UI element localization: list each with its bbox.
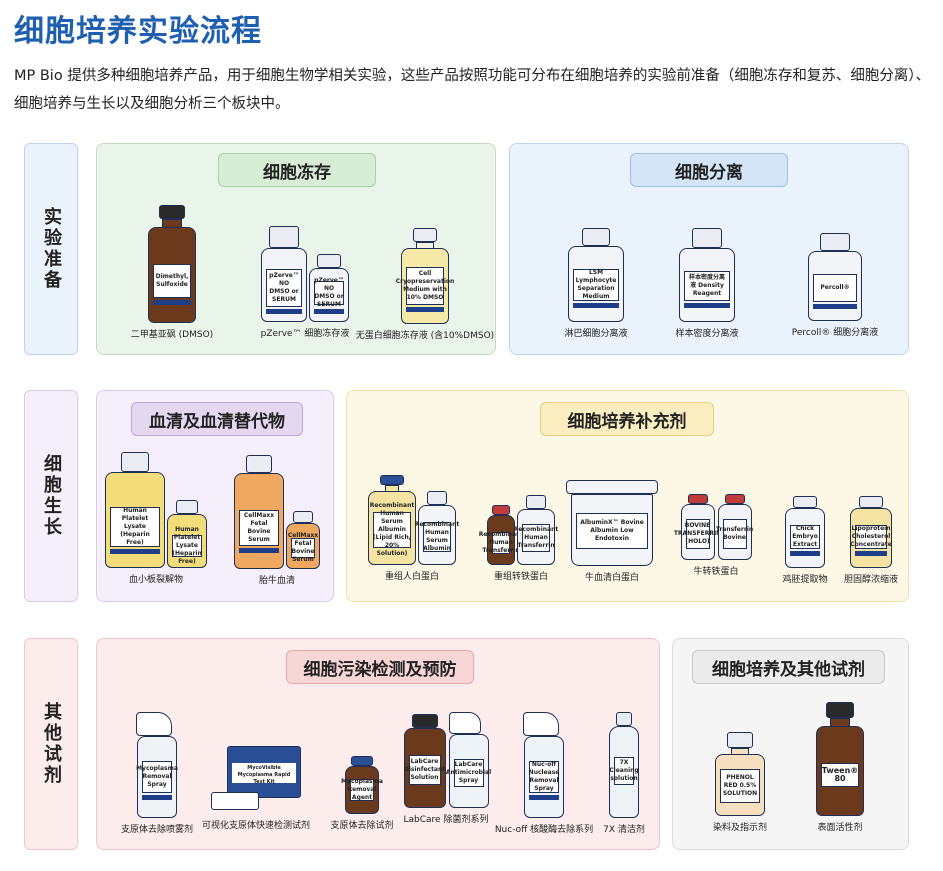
- product-caption: 无蛋白细胞冻存液 (含10%DMSO): [355, 331, 495, 341]
- badge-supplement: 细胞培养补充剂: [540, 402, 714, 436]
- product-label-2: LabCare Antimicrobial Spray: [446, 759, 491, 787]
- product-cryo-medium[interactable]: Cell Cryopreservation Medium with 10% DM…: [355, 228, 495, 341]
- product-caption: 支原体去除试剂: [330, 821, 394, 831]
- product-label: Percoll®: [813, 274, 857, 302]
- product-myco-spray[interactable]: Mycoplasma Removal Spray 支原体去除喷雾剂: [110, 712, 204, 835]
- product-caption: 重组人白蛋白: [384, 572, 439, 582]
- product-caption: pZerve™ 细胞冻存液: [260, 329, 350, 339]
- product-labcare[interactable]: LabCare Disinfectant Solution LabCare An…: [396, 712, 496, 825]
- product-caption: 染料及指示剂: [712, 823, 767, 833]
- product-label: Human Platelet Lysate (Heparin Free): [110, 507, 160, 547]
- product-caption: 可视化支原体快速检测试剂: [201, 821, 310, 831]
- product-label: 7X Cleaning solution: [609, 757, 639, 785]
- product-7x[interactable]: 7X Cleaning solution 7X 清洁剂: [594, 712, 654, 835]
- product-label: CellMaxx Fetal Bovine Serum: [239, 510, 279, 546]
- intro-text: MP Bio 提供多种细胞培养产品，用于细胞生物学相关实验，这些产品按照功能可分…: [14, 68, 931, 112]
- product-caption: 支原体去除喷雾剂: [120, 825, 193, 835]
- product-caption: 胎牛血清: [258, 576, 295, 586]
- product-label: Mycoplasma Removal Agent: [341, 778, 383, 801]
- product-caption: 鸡胚提取物: [782, 575, 828, 585]
- product-label: Cell Cryopreservation Medium with 10% DM…: [396, 267, 454, 305]
- product-caption: 血小板裂解物: [128, 575, 183, 585]
- row-label-prep: 实验准备: [24, 143, 78, 355]
- product-density[interactable]: 样本密度分离液 Density Reagent 样本密度分离液: [657, 228, 757, 339]
- product-myco-kit[interactable]: MycoVisible Mycoplasma Rapid Test Kit 可视…: [200, 746, 312, 831]
- product-label: 样本密度分离液 Density Reagent: [684, 271, 730, 301]
- product-b-transferrin[interactable]: BOVINE TRANSFERRIN (HOLO) Transferrin Bo…: [674, 494, 758, 577]
- product-r-transferrin[interactable]: Recombinant Human Transferrin Recombinan…: [476, 495, 566, 582]
- product-bsa[interactable]: AlbuminX™ Bovine Albumin Low Endotoxin 牛…: [562, 480, 662, 583]
- product-caption: Percoll® 细胞分离液: [791, 328, 879, 338]
- product-phenol-red[interactable]: PHENOL RED 0.5% SOLUTION 染料及指示剂: [690, 732, 790, 833]
- product-label: LabCare Disinfectant Solution: [404, 755, 445, 785]
- product-pzerve[interactable]: pZerve™ NO DMSO or SERUM pZerve™ NO DMSO…: [240, 226, 370, 339]
- badge-serum: 血清及血清替代物: [131, 402, 303, 436]
- badge-contamination: 细胞污染检测及预防: [286, 650, 474, 684]
- product-myco-agent[interactable]: Mycoplasma Removal Agent 支原体去除试剂: [320, 756, 404, 831]
- product-nuc-off[interactable]: Nuc-off Nuclease Removal Spray Nuc-off 核…: [494, 712, 594, 835]
- product-label: Lipoprotein Cholesterol Concentrate: [850, 525, 892, 549]
- product-label-2: Transferrin Bovine: [716, 519, 753, 549]
- product-percoll[interactable]: Percoll® Percoll® 细胞分离液: [775, 233, 895, 338]
- product-label: Mycoplasma Removal Spray: [136, 761, 178, 793]
- product-dmso[interactable]: Dimethyl, Sulfoxide 二甲基亚砜 (DMSO): [112, 205, 232, 340]
- product-caption: 7X 清洁剂: [603, 825, 645, 835]
- product-label: AlbuminX™ Bovine Albumin Low Endotoxin: [576, 513, 648, 549]
- product-caption: 重组转铁蛋白: [493, 572, 548, 582]
- product-cholesterol[interactable]: Lipoprotein Cholesterol Concentrate 胆固醇浓…: [836, 496, 906, 585]
- product-tween80[interactable]: Tween® 80 表面活性剂: [790, 702, 890, 833]
- badge-reagents: 细胞培养及其他试剂: [692, 650, 885, 684]
- badge-freeze: 细胞冻存: [218, 153, 376, 187]
- product-caption: 表面活性剂: [817, 823, 863, 833]
- product-label: pZerve™ NO DMSO or SERUM: [266, 269, 302, 307]
- product-caption: 淋巴细胞分离液: [564, 329, 628, 339]
- product-caption: 牛转铁蛋白: [693, 567, 739, 577]
- product-label: Tween® 80: [821, 763, 859, 787]
- product-label: Chick Embryo Extract: [790, 525, 820, 549]
- product-label: BOVINE TRANSFERRIN (HOLO): [674, 519, 721, 549]
- product-label: Recombinant Human Transferrin: [478, 531, 524, 554]
- product-label-2: CellMaxx Fetal Bovine Serum: [287, 532, 319, 563]
- row-label-other: 其他试剂: [24, 638, 78, 850]
- product-label-2: Recombinant Human Serum Albumin: [414, 521, 460, 552]
- product-platelet-lysate[interactable]: Human Platelet Lysate (Heparin Free) Hum…: [105, 452, 207, 585]
- product-label: PHENOL RED 0.5% SOLUTION: [720, 769, 760, 803]
- product-caption: 胆固醇浓缩液: [843, 575, 898, 585]
- product-caption: 牛血清白蛋白: [584, 573, 639, 583]
- product-fbs[interactable]: CellMaxx Fetal Bovine Serum CellMaxx Fet…: [232, 455, 322, 586]
- row-label-growth: 细胞生长: [24, 390, 78, 602]
- product-lsm[interactable]: LSM Lymphocyte Separation Medium 淋巴细胞分离液: [546, 228, 646, 339]
- product-label: LSM Lymphocyte Separation Medium: [573, 269, 619, 301]
- product-caption: LabCare 除菌剂系列: [403, 815, 489, 825]
- product-chick-embryo[interactable]: Chick Embryo Extract 鸡胚提取物: [770, 496, 840, 585]
- product-label: MycoVisible Mycoplasma Rapid Test Kit: [232, 763, 296, 785]
- product-label-2: Human Platelet Lysate (Heparin Free): [172, 526, 202, 565]
- product-label: Recombinant Human Serum Albumin (Lipid R…: [369, 502, 415, 557]
- product-label: Nuc-off Nuclease Removal Spray: [528, 761, 560, 793]
- product-label-2: pZerve™ NO DMSO or SERUM: [314, 277, 344, 308]
- product-caption: Nuc-off 核酸酶去除系列: [494, 825, 594, 835]
- product-rhsa[interactable]: Recombinant Human Serum Albumin (Lipid R…: [362, 475, 462, 582]
- product-caption: 二甲基亚砜 (DMSO): [130, 330, 214, 340]
- page-title: 细胞培养实验流程: [14, 14, 262, 49]
- product-label-2: Recombinant Human Transferrin: [514, 524, 558, 552]
- badge-separation: 细胞分离: [630, 153, 788, 187]
- product-caption: 样本密度分离液: [675, 329, 739, 339]
- product-label: Dimethyl, Sulfoxide: [153, 264, 191, 298]
